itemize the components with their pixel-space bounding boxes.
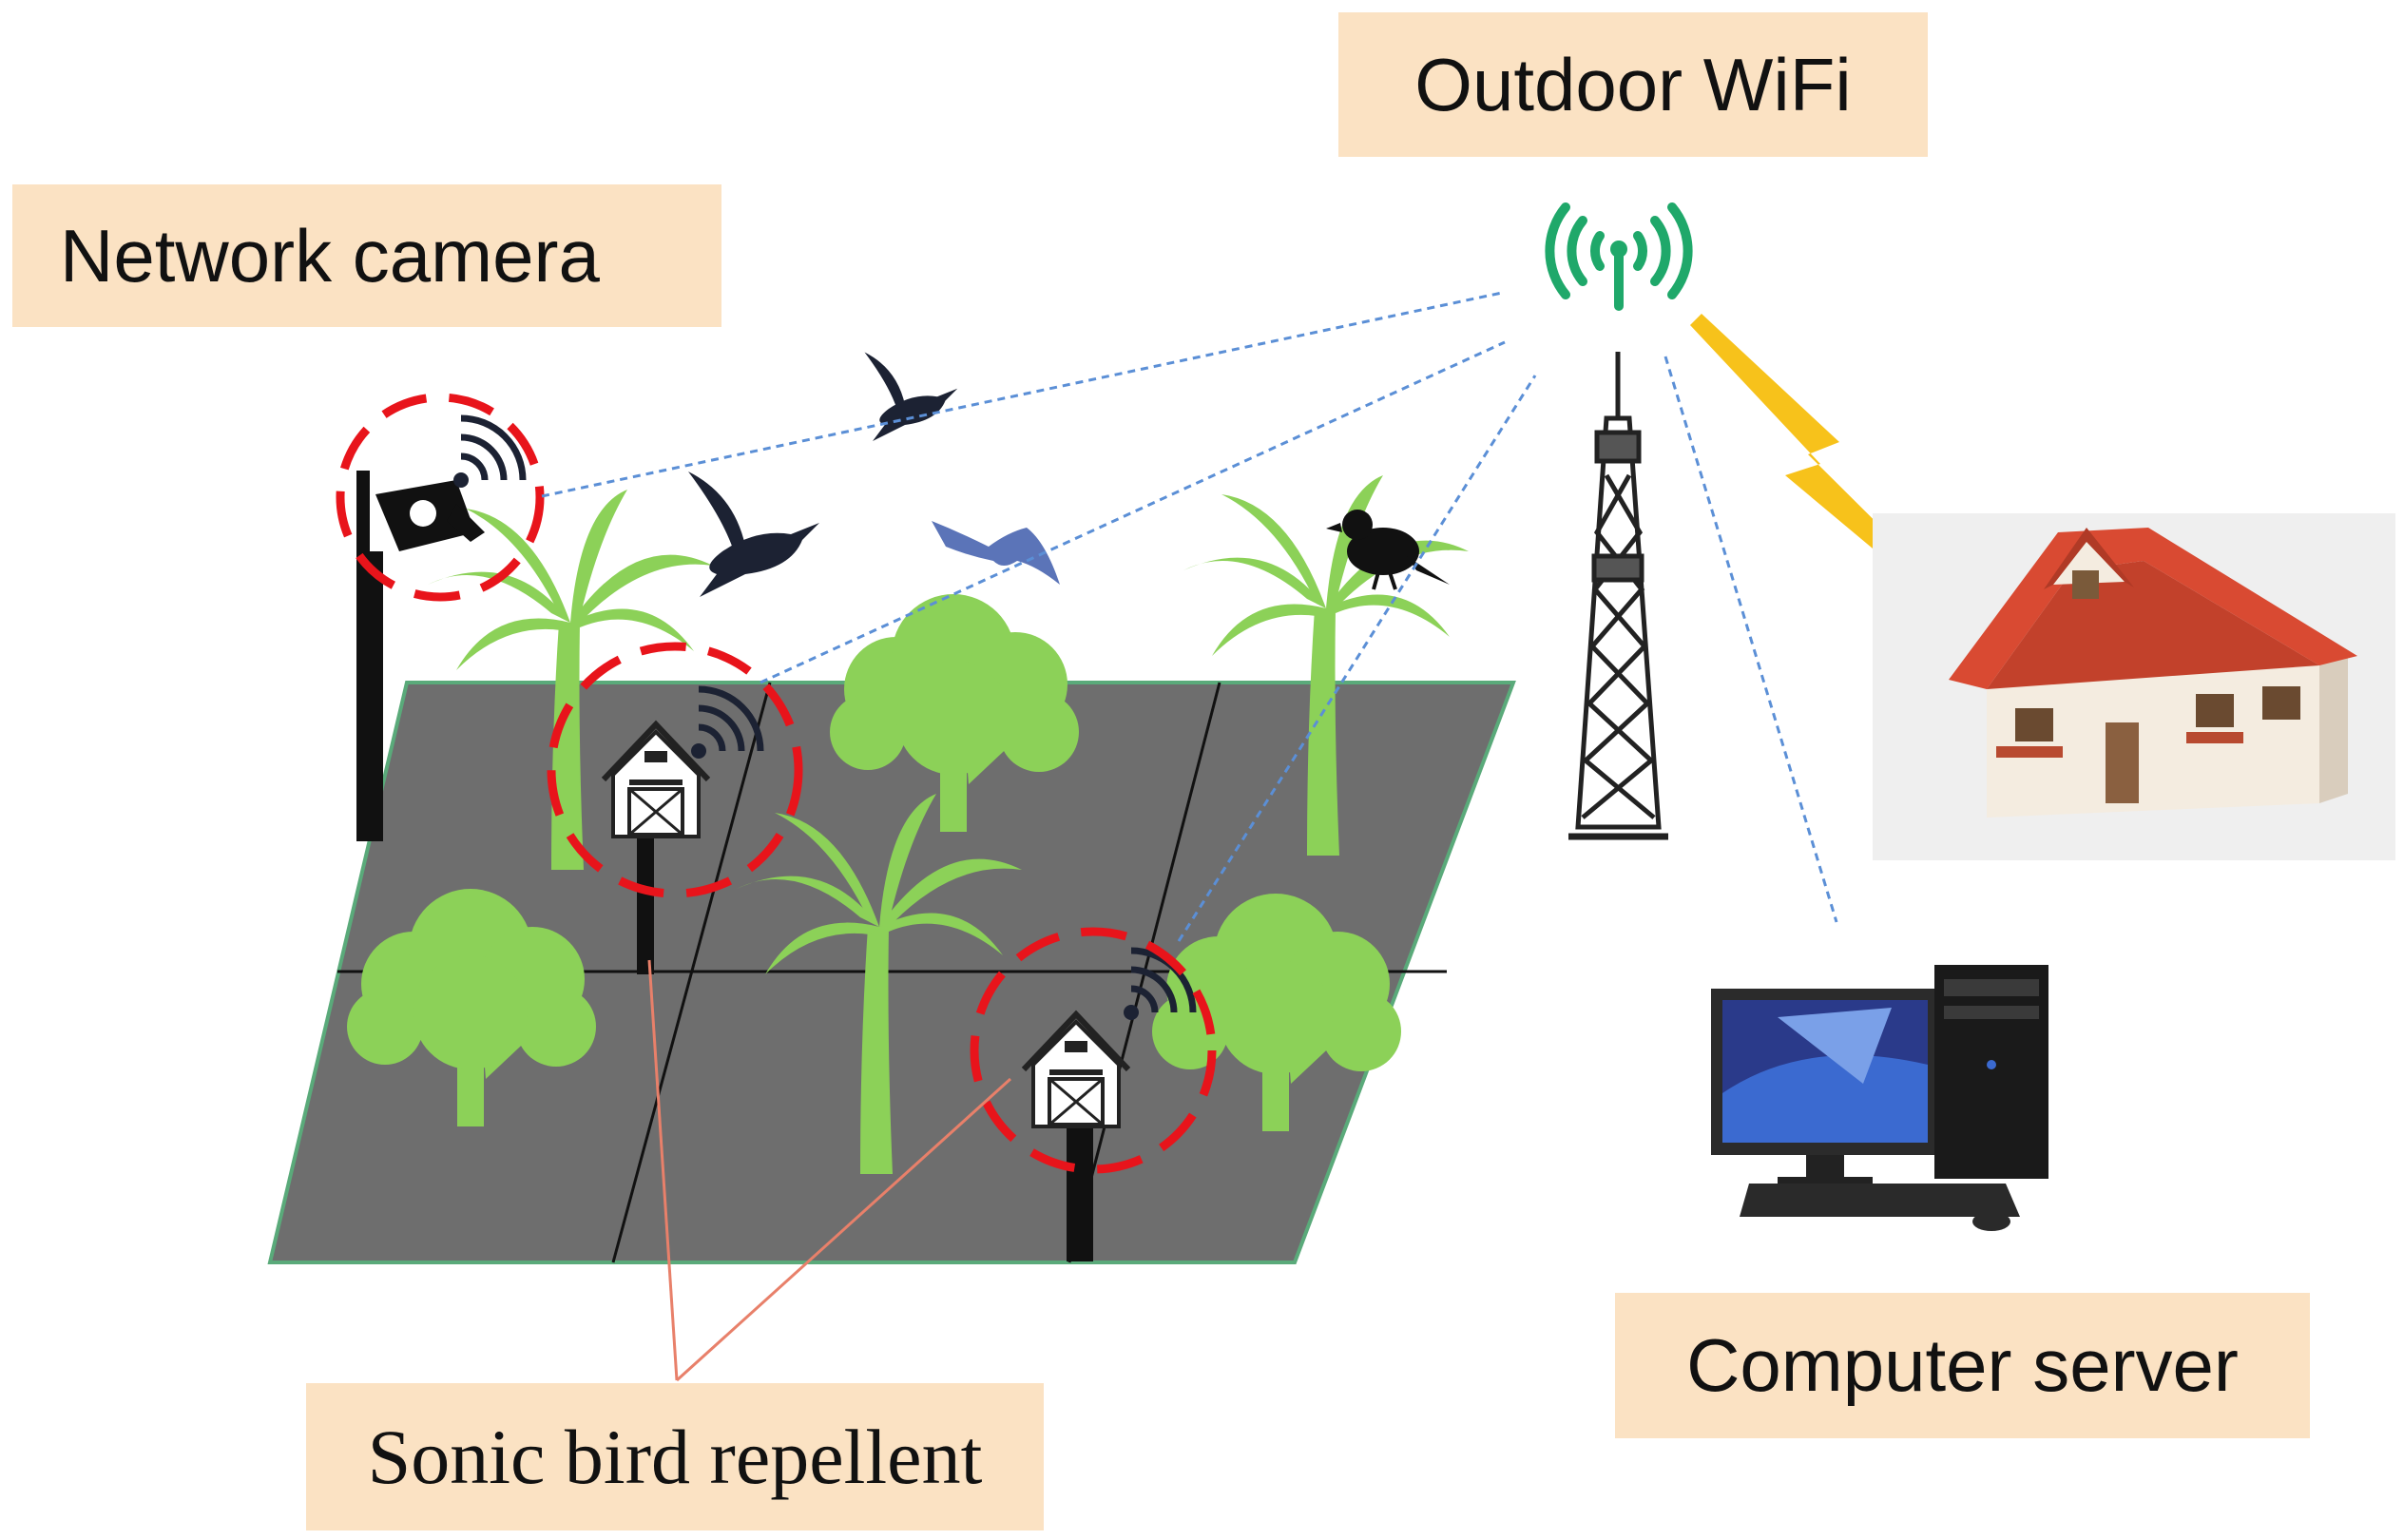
radio-tower-icon bbox=[1568, 352, 1668, 840]
outdoor-wifi-label: Outdoor WiFi bbox=[1338, 12, 1928, 157]
bat-icon bbox=[932, 521, 1060, 585]
computer-server-icon bbox=[1711, 965, 2048, 1231]
repellent-dashed-circle bbox=[547, 642, 803, 898]
bird-icon bbox=[864, 352, 958, 441]
repellent-dashed-circle bbox=[970, 927, 1217, 1174]
repellent-leader-lines bbox=[647, 959, 1012, 1382]
wifi-antenna-icon bbox=[1545, 202, 1693, 311]
computer-server-label: Computer server bbox=[1615, 1293, 2310, 1438]
field-divider-left bbox=[611, 682, 772, 1263]
bird-icon bbox=[688, 472, 819, 597]
sonic-bird-repellent-label: Sonic bird repellent bbox=[306, 1383, 1044, 1530]
lightning-icon bbox=[1690, 314, 1963, 616]
camera-dashed-circle bbox=[336, 393, 545, 602]
barn-repellent-icon bbox=[1024, 951, 1193, 1261]
network-links bbox=[541, 291, 1838, 942]
bird-icon bbox=[1326, 510, 1450, 590]
network-camera-label: Network camera bbox=[12, 184, 721, 327]
house-icon bbox=[1873, 513, 2395, 860]
barn-repellent-icon bbox=[604, 689, 760, 974]
network-camera-icon bbox=[356, 418, 523, 841]
